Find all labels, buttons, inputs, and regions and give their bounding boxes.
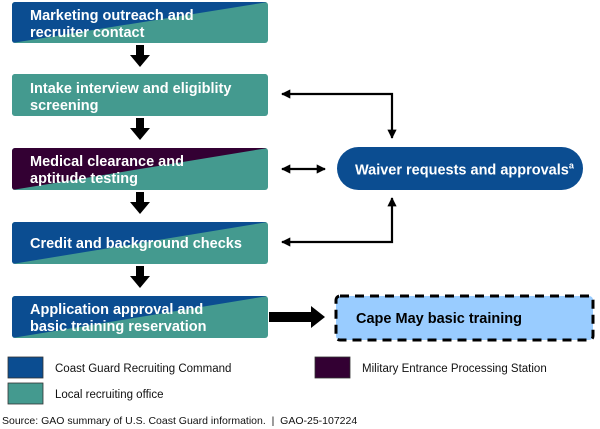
- legend-swatch-meps: [314, 356, 351, 379]
- step-intake-interview: Intake interview and eligiblity screenin…: [12, 74, 268, 116]
- legend-label-coast-guard: Coast Guard Recruiting Command: [55, 363, 231, 375]
- step-diagonal-split: [12, 148, 268, 190]
- flow-arrows: [130, 45, 325, 328]
- step-label: Medical clearance and aptitude testing: [30, 154, 188, 187]
- source-note: Source: GAO summary of U.S. Coast Guard …: [2, 415, 357, 427]
- down-arrow-icon: [130, 192, 150, 214]
- down-arrow-icon: [130, 266, 150, 288]
- step-label: Application approval and basic training …: [30, 302, 207, 335]
- connector-credit-waiver: [281, 197, 397, 247]
- legend-label-meps: Military Entrance Processing Station: [362, 363, 547, 375]
- footnote-marker: a: [569, 161, 575, 171]
- step-diagonal-split: [12, 296, 268, 338]
- step-application-approval: Application approval and basic training …: [12, 296, 268, 338]
- step-diagonal-split: [12, 222, 268, 264]
- down-arrow-icon: [130, 45, 150, 67]
- step-label: Intake interview and eligiblity screenin…: [30, 81, 235, 114]
- step-medical-clearance: Medical clearance and aptitude testing: [12, 148, 268, 190]
- legend-swatch-coast-guard: [7, 356, 44, 379]
- legend-swatch-local-office: [7, 382, 44, 405]
- step-credit-background-checks: Credit and background checks: [12, 222, 268, 264]
- waiver-connectors: [281, 89, 397, 247]
- down-arrow-icon: [130, 118, 150, 140]
- waiver-label: Waiver requests and approvalsa: [355, 161, 575, 179]
- step-label: Credit and background checks: [30, 236, 242, 252]
- waiver-requests-node: Waiver requests and approvalsa: [337, 147, 583, 190]
- waiver-pill: [337, 147, 583, 190]
- step-label: Marketing outreach and recruiter contact: [30, 8, 198, 41]
- cape-may-node: Cape May basic training: [334, 294, 595, 342]
- right-arrow-icon: [269, 306, 325, 328]
- step-diagonal-split: [12, 74, 268, 116]
- step-marketing-outreach: Marketing outreach and recruiter contact: [12, 2, 268, 43]
- connector-intake-waiver: [281, 89, 397, 139]
- cape-may-box: [334, 294, 595, 342]
- cape-may-label: Cape May basic training: [356, 311, 522, 327]
- step-diagonal-split: [12, 2, 268, 43]
- legend: Coast Guard Recruiting Command Local rec…: [7, 356, 547, 405]
- legend-label-local-office: Local recruiting office: [55, 389, 163, 401]
